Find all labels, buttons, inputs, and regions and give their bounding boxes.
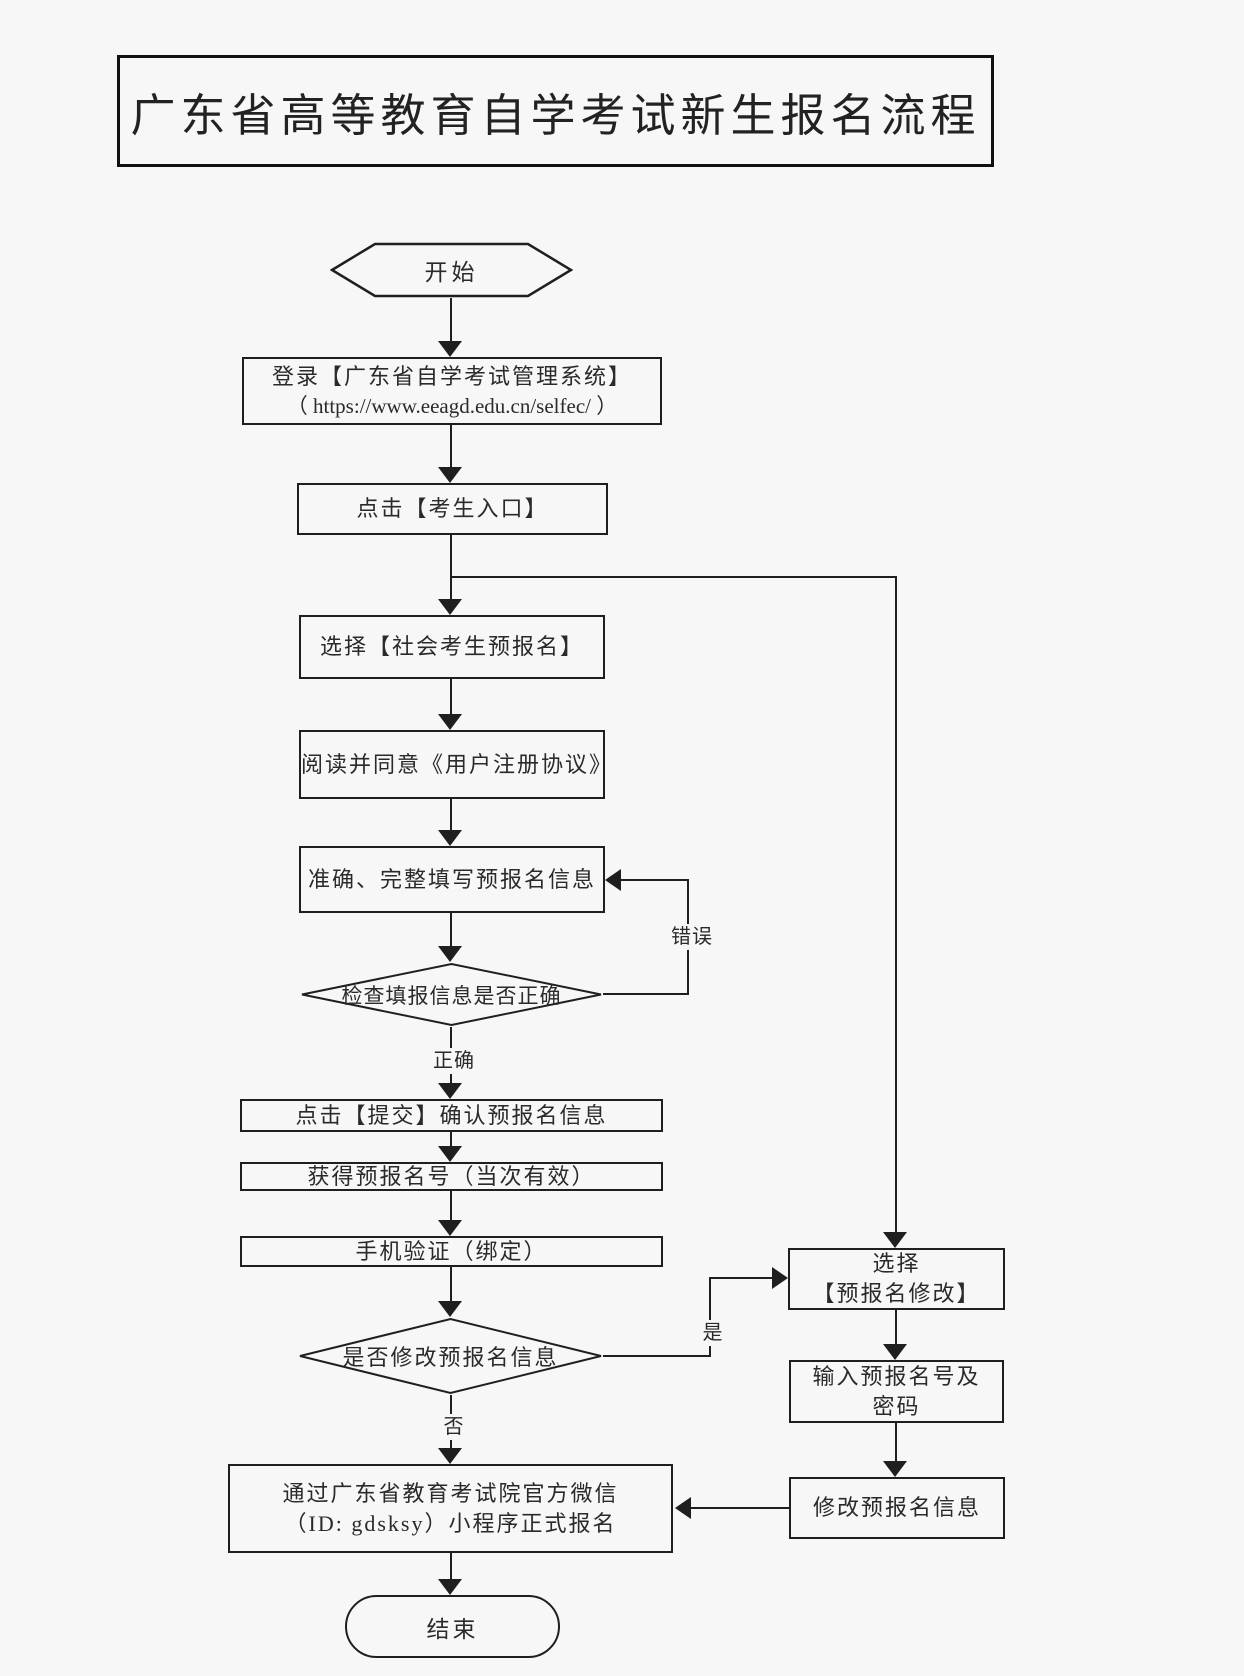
- choose-modify-box: 选择 【预报名修改】: [788, 1248, 1005, 1310]
- connector-line: [603, 1355, 711, 1357]
- input-number-line2: 密码: [872, 1393, 921, 1419]
- get-number-box: 获得预报名号（当次有效）: [240, 1162, 663, 1191]
- agreement-box: 阅读并同意《用户注册协议》: [299, 730, 614, 799]
- connector-line: [691, 1507, 789, 1509]
- connector-line: [450, 679, 452, 716]
- agreement-label: 阅读并同意《用户注册协议》: [301, 751, 614, 777]
- candidate-entry-label: 点击【考生入口】: [356, 496, 549, 522]
- arrow-head: [438, 1146, 462, 1162]
- connector-line: [895, 576, 897, 1234]
- fill-info-box: 准确、完整填写预报名信息: [299, 846, 605, 913]
- modify-decision: 是否修改预报名信息: [298, 1317, 603, 1395]
- connector-line: [603, 993, 688, 995]
- get-number-label: 获得预报名号（当次有效）: [307, 1163, 596, 1189]
- check-info-label: 检查填报信息是否正确: [341, 983, 562, 1008]
- login-step-box: 登录【广东省自学考试管理系统】 （ https://www.eeagd.edu.…: [242, 357, 662, 425]
- diamond-shape: [301, 962, 602, 1027]
- input-number-box: 输入预报名号及 密码: [789, 1360, 1004, 1423]
- choose-modify-line1: 选择: [872, 1251, 921, 1277]
- edge-label-error: 错误: [665, 924, 719, 950]
- flowchart-title: 广东省高等教育自学考试新生报名流程: [117, 55, 994, 167]
- choose-preregistration-box: 选择【社会考生预报名】: [299, 615, 605, 679]
- login-step-line1: 登录【广东省自学考试管理系统】: [271, 363, 632, 389]
- connector-line: [450, 425, 452, 469]
- arrow-head: [438, 1301, 462, 1317]
- submit-box: 点击【提交】确认预报名信息: [240, 1099, 663, 1132]
- connector-line: [709, 1277, 711, 1357]
- arrow-head: [438, 1083, 462, 1099]
- edge-label-no: 否: [437, 1414, 471, 1440]
- fill-info-label: 准确、完整填写预报名信息: [307, 866, 596, 892]
- arrow-head: [883, 1461, 907, 1477]
- login-step-url: （ https://www.eeagd.edu.cn/selfec/ ）: [286, 393, 618, 418]
- arrow-head: [438, 1220, 462, 1236]
- arrow-head: [438, 830, 462, 846]
- arrow-head: [605, 869, 621, 891]
- connector-line: [895, 1310, 897, 1346]
- modify-info-box: 修改预报名信息: [789, 1477, 1005, 1539]
- start-node: 开始: [330, 242, 573, 298]
- arrow-head: [438, 1579, 462, 1595]
- check-info-decision: 检查填报信息是否正确: [300, 962, 603, 1027]
- connector-line: [450, 298, 452, 343]
- arrow-head: [438, 1448, 462, 1464]
- connector-line: [450, 1132, 452, 1148]
- connector-line: [710, 1277, 772, 1279]
- phone-verify-box: 手机验证（绑定）: [240, 1236, 663, 1267]
- arrow-head: [883, 1344, 907, 1360]
- modify-decision-label: 是否修改预报名信息: [342, 1345, 559, 1370]
- connector-line: [450, 535, 452, 601]
- choose-preregistration-label: 选择【社会考生预报名】: [319, 634, 584, 660]
- arrow-head: [675, 1497, 691, 1519]
- connector-line: [450, 1553, 452, 1581]
- connector-line: [895, 1423, 897, 1463]
- arrow-head: [438, 599, 462, 615]
- modify-info-label: 修改预报名信息: [812, 1495, 981, 1521]
- connector-line: [450, 913, 452, 948]
- official-registration-line2: （ID: gdsksy）小程序正式报名: [284, 1510, 617, 1536]
- edge-label-correct: 正确: [427, 1048, 481, 1074]
- official-registration-line1: 通过广东省教育考试院官方微信: [282, 1480, 619, 1506]
- arrow-head: [438, 341, 462, 357]
- edge-label-yes: 是: [697, 1320, 729, 1346]
- connector-line: [450, 1267, 452, 1303]
- phone-verify-label: 手机验证（绑定）: [355, 1238, 548, 1264]
- arrow-head: [772, 1267, 788, 1289]
- input-number-line1: 输入预报名号及: [812, 1363, 981, 1389]
- start-label: 开始: [424, 260, 479, 285]
- choose-modify-line2: 【预报名修改】: [812, 1281, 981, 1306]
- connector-line: [621, 879, 687, 881]
- arrow-head: [883, 1232, 907, 1248]
- connector-line: [450, 1191, 452, 1222]
- arrow-head: [438, 467, 462, 483]
- submit-label: 点击【提交】确认预报名信息: [295, 1102, 608, 1128]
- connector-line: [450, 799, 452, 832]
- connector-line: [450, 576, 897, 578]
- end-node: 结束: [345, 1595, 560, 1658]
- candidate-entry-box: 点击【考生入口】: [297, 483, 608, 535]
- end-label: 结束: [426, 1616, 479, 1642]
- diamond-shape: [299, 1317, 602, 1395]
- hexagon-shape: [330, 242, 573, 298]
- arrow-head: [438, 714, 462, 730]
- arrow-head: [438, 946, 462, 962]
- official-registration-box: 通过广东省教育考试院官方微信 （ID: gdsksy）小程序正式报名: [228, 1464, 673, 1553]
